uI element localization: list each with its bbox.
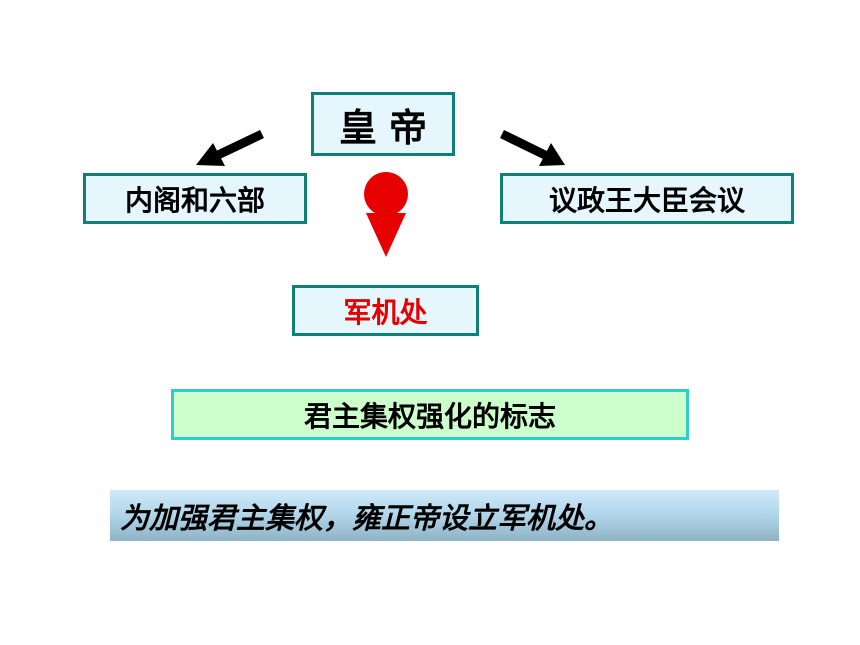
junjichu-box: 军机处 — [292, 285, 479, 336]
arrow-to-cabinet — [196, 129, 264, 166]
arrow-to-junjichu — [364, 172, 408, 257]
emperor-label: 皇帝 — [338, 105, 439, 150]
emperor-box: 皇帝 — [311, 92, 455, 156]
significance-box: 君主集权强化的标志 — [171, 389, 689, 440]
junjichu-label: 军机处 — [343, 295, 428, 329]
arrow-to-council — [500, 129, 565, 166]
conclusion-text: 为加强君主集权，雍正帝设立军机处。 — [120, 500, 614, 535]
cabinet-label: 内阁和六部 — [124, 183, 265, 217]
conclusion-banner: 为加强君主集权，雍正帝设立军机处。 — [110, 490, 779, 541]
council-box: 议政王大臣会议 — [500, 173, 794, 224]
council-label: 议政王大臣会议 — [548, 183, 745, 217]
significance-label: 君主集权强化的标志 — [303, 399, 556, 433]
cabinet-box: 内阁和六部 — [83, 173, 307, 224]
